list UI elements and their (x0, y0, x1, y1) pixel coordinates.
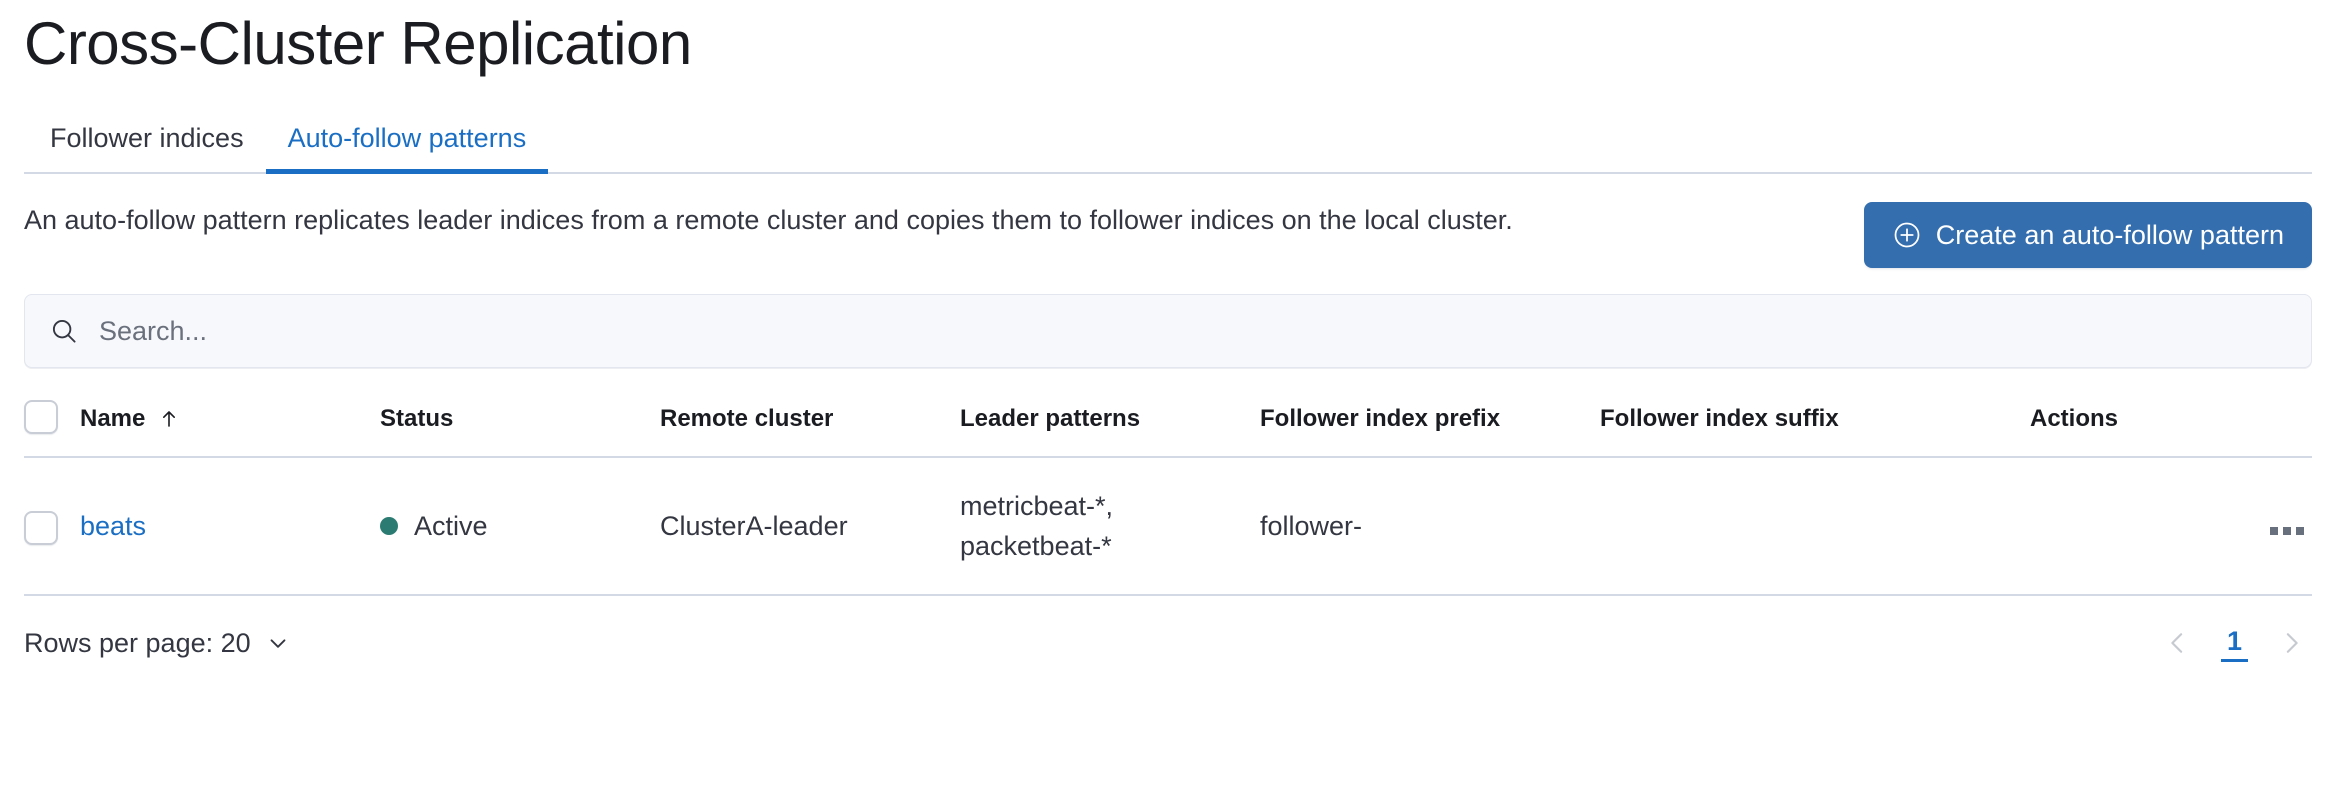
status-badge: Active (380, 506, 660, 546)
dot-3 (2296, 527, 2304, 535)
leader-pattern-line-2: packetbeat-* (960, 531, 1112, 561)
table-footer: Rows per page: 20 1 (24, 622, 2312, 664)
cell-follower-index-suffix (1600, 457, 2030, 596)
column-header-follower-index-prefix[interactable]: Follower index prefix (1260, 390, 1600, 458)
pagination: 1 (2157, 622, 2312, 664)
search-icon (49, 316, 79, 346)
tab-bar: Follower indices Auto-follow patterns (24, 106, 2312, 174)
dot-1 (2270, 527, 2278, 535)
cell-name: beats (80, 457, 380, 596)
status-label: Active (414, 511, 488, 541)
row-checkbox[interactable] (24, 510, 58, 545)
rows-per-page-selector[interactable]: Rows per page: 20 (24, 628, 291, 659)
column-header-actions: Actions (2030, 390, 2312, 458)
boxes-horizontal-icon[interactable] (2262, 519, 2312, 543)
table-row: beats Active ClusterA-leader metricbeat-… (24, 457, 2312, 596)
row-select-cell (24, 457, 80, 596)
chevron-left-icon[interactable] (2157, 622, 2199, 664)
description-text: An auto-follow pattern replicates leader… (24, 205, 1513, 235)
table-header-row: Name Status Remote cluster Leader patter… (24, 390, 2312, 458)
status-dot-icon (380, 517, 398, 535)
column-header-leader-patterns[interactable]: Leader patterns (960, 390, 1260, 458)
create-button-label: Create an auto-follow pattern (1935, 220, 2284, 250)
select-all-checkbox[interactable] (24, 400, 58, 434)
dot-2 (2283, 527, 2291, 535)
select-all-header (24, 390, 80, 458)
pagination-page-1[interactable]: 1 (2220, 625, 2248, 662)
plus-in-circle-icon (1892, 220, 1922, 250)
column-header-remote-cluster[interactable]: Remote cluster (660, 390, 960, 458)
auto-follow-patterns-table: Name Status Remote cluster Leader patter… (24, 390, 2312, 596)
pattern-name-link[interactable]: beats (80, 511, 147, 541)
tab-follower-indices[interactable]: Follower indices (24, 122, 266, 172)
column-header-name-label: Name (80, 405, 146, 432)
sort-by-name-control[interactable]: Name (80, 404, 181, 434)
arrow-up-icon (157, 407, 181, 431)
rows-per-page-label: Rows per page: 20 (24, 627, 251, 658)
tab-auto-follow-patterns[interactable]: Auto-follow patterns (265, 122, 549, 174)
cell-status: Active (380, 457, 660, 596)
search-input[interactable] (99, 315, 2287, 347)
search-bar[interactable] (24, 294, 2312, 368)
leader-pattern-line-1: metricbeat-*, (960, 491, 1114, 521)
column-header-status[interactable]: Status (380, 390, 660, 458)
column-header-follower-index-suffix[interactable]: Follower index suffix (1600, 390, 2030, 458)
chevron-right-icon[interactable] (2270, 622, 2312, 664)
page-title: Cross-Cluster Replication (24, 10, 692, 77)
cell-remote-cluster: ClusterA-leader (660, 457, 960, 596)
cell-follower-index-prefix: follower- (1260, 457, 1600, 596)
description-row: An auto-follow pattern replicates leader… (24, 200, 2312, 268)
create-auto-follow-pattern-button[interactable]: Create an auto-follow pattern (1863, 202, 2312, 268)
cell-actions (2030, 457, 2312, 596)
cell-leader-patterns: metricbeat-*, packetbeat-* (960, 457, 1260, 596)
chevron-down-icon (265, 630, 291, 656)
column-header-name[interactable]: Name (80, 390, 380, 458)
